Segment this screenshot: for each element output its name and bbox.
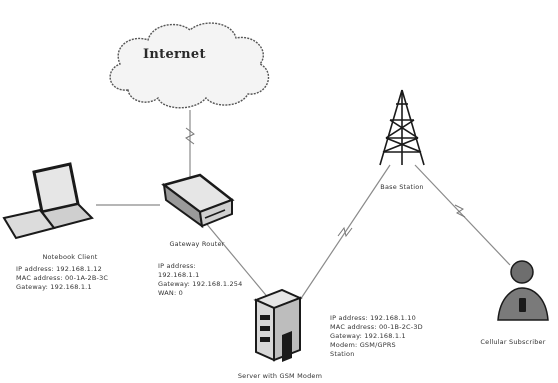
- router-icon: [164, 175, 232, 226]
- laptop-line-2: MAC address: 00-1A-2B-3C: [16, 274, 108, 282]
- server-line-3: Gateway: 192.168.1.1: [330, 332, 406, 340]
- router-line-1: IP address:: [158, 262, 196, 270]
- router-title: Gateway Router: [152, 240, 242, 248]
- cell-tower-icon: [380, 90, 424, 165]
- user-title: Cellular Subscriber: [468, 338, 558, 346]
- wireless-icon: [186, 128, 194, 144]
- wireless-icon: [338, 228, 352, 236]
- laptop-line-3: Gateway: 192.168.1.1: [16, 283, 92, 291]
- server-line-2: MAC address: 00-1B-2C-3D: [330, 323, 423, 331]
- tower-title: Base Station: [360, 183, 444, 191]
- server-line-5: Station: [330, 350, 355, 358]
- laptop-line-1: IP address: 192.168.1.12: [16, 265, 102, 273]
- server-line-1: IP address: 192.168.1.10: [330, 314, 416, 322]
- laptop-title: Notebook Client: [20, 253, 120, 261]
- router-line-4: WAN: 0: [158, 289, 183, 297]
- user-icon: [498, 261, 548, 320]
- link-tower-user: [415, 165, 510, 265]
- server-line-4: Modem: GSM/GPRS: [330, 341, 396, 349]
- laptop-icon: [4, 164, 92, 238]
- link-router-server: [205, 222, 270, 300]
- cloud-icon: [110, 23, 268, 108]
- router-line-3: Gateway: 192.168.1.254: [158, 280, 242, 288]
- router-line-2: 192.168.1.1: [158, 271, 199, 279]
- server-icon: [256, 290, 300, 362]
- cloud-label: Internet: [143, 47, 206, 62]
- wireless-symbols: [186, 128, 465, 236]
- server-title: Server with GSM Modem: [220, 372, 340, 380]
